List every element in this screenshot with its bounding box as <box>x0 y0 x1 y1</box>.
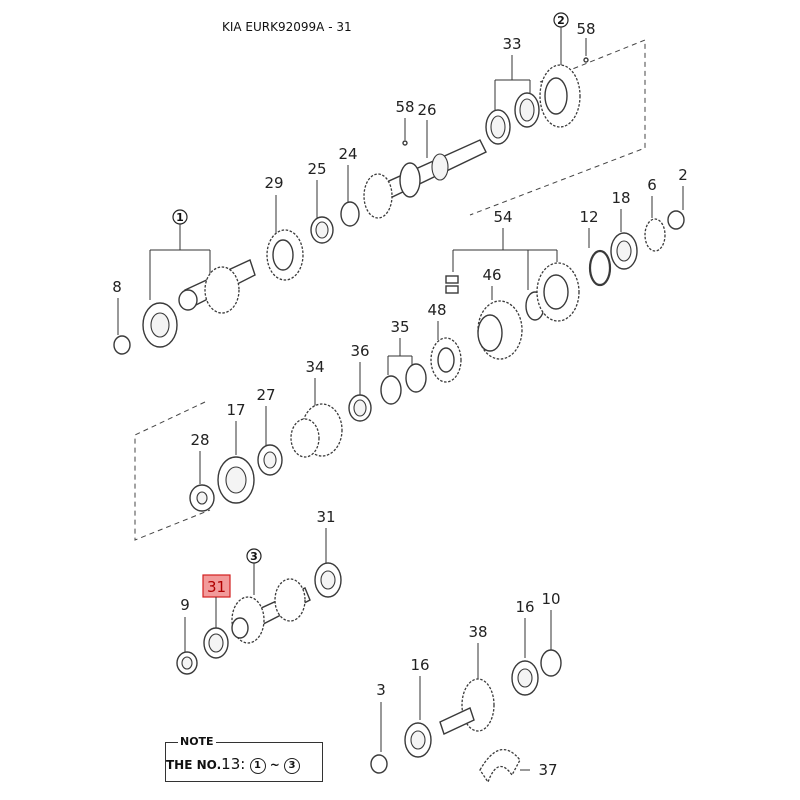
label-16-right: 16 <box>515 598 534 616</box>
bearing-24[interactable] <box>340 201 360 227</box>
note-range-end: 3 <box>283 757 300 774</box>
nut-3[interactable] <box>370 754 388 774</box>
snapring-12[interactable] <box>588 249 612 287</box>
nut-8[interactable] <box>113 335 131 355</box>
label-48: 48 <box>427 301 446 319</box>
note-prefix: THE NO. <box>166 758 222 772</box>
label-9: 9 <box>180 596 190 614</box>
label-16-left: 16 <box>410 656 429 674</box>
label-35: 35 <box>390 318 409 336</box>
label-46: 46 <box>482 266 501 284</box>
label-26: 26 <box>417 101 436 119</box>
key-54a[interactable] <box>445 275 459 284</box>
label-33: 33 <box>502 35 521 53</box>
label-2-circled: 2 <box>557 14 565 27</box>
label-37: 37 <box>538 761 557 779</box>
label-25: 25 <box>307 160 326 178</box>
label-6: 6 <box>647 176 657 194</box>
label-3: 3 <box>376 681 386 699</box>
note-text: THE NO.13: 1 ~ 3 <box>166 755 300 774</box>
label-31: 31 <box>316 508 335 526</box>
label-27: 27 <box>256 386 275 404</box>
label-58-mid: 58 <box>395 98 414 116</box>
ring-10[interactable] <box>540 649 562 677</box>
label-8: 8 <box>112 278 122 296</box>
label-36: 36 <box>350 342 369 360</box>
diagram-title: KIA EURK92099A - 31 <box>222 20 352 34</box>
bearing-35b[interactable] <box>380 375 402 405</box>
note-heading: NOTE <box>178 735 216 748</box>
label-3-circled: 3 <box>250 550 258 563</box>
label-24: 24 <box>338 145 357 163</box>
gear-6[interactable] <box>644 218 666 252</box>
bearing-35a[interactable] <box>405 363 427 393</box>
label-54: 54 <box>493 208 512 226</box>
nut-2[interactable] <box>667 210 685 230</box>
note-range-tilde: ~ <box>269 758 280 772</box>
label-10: 10 <box>541 590 560 608</box>
label-28: 28 <box>190 431 209 449</box>
highlight-31-label: 31 <box>207 578 226 596</box>
label-2: 2 <box>678 166 688 184</box>
note-number: 13 <box>221 755 241 773</box>
label-38: 38 <box>468 623 487 641</box>
label-34: 34 <box>305 358 324 376</box>
label-1-circled: 1 <box>176 211 184 224</box>
label-29: 29 <box>264 174 283 192</box>
label-18: 18 <box>611 189 630 207</box>
note-separator: : <box>240 755 246 773</box>
washer-37[interactable] <box>479 749 521 784</box>
note-range-start: 1 <box>249 757 266 774</box>
label-58-top: 58 <box>576 20 595 38</box>
label-17: 17 <box>226 401 245 419</box>
label-12: 12 <box>579 208 598 226</box>
note-box: NOTE THE NO.13: 1 ~ 3 <box>165 735 323 782</box>
key-54b[interactable] <box>445 285 459 294</box>
